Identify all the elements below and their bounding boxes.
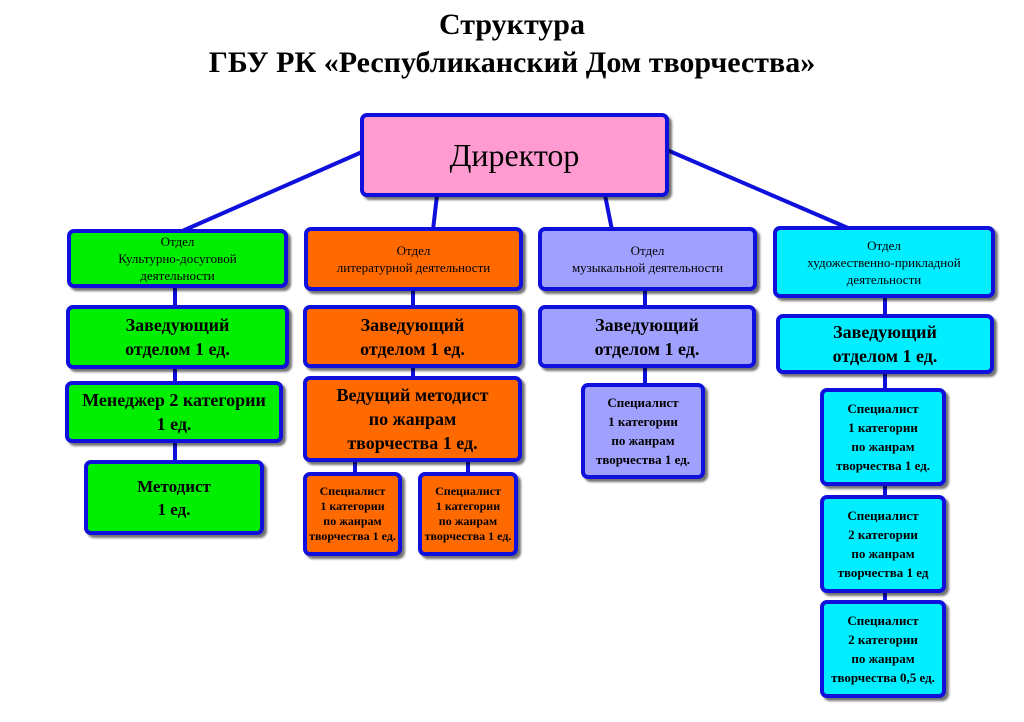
music-head-box: Заведующий отделом 1 ед. bbox=[538, 305, 756, 368]
department-culture: Отдел Культурно-досуговой деятельности bbox=[67, 229, 288, 288]
applied-arts-specialist-2-box: Специалист 2 категории по жанрам творчес… bbox=[820, 495, 946, 593]
applied-arts-specialist-1-box: Специалист 1 категории по жанрам творчес… bbox=[820, 388, 946, 486]
culture-methodist-box: Методист 1 ед. bbox=[84, 460, 264, 535]
literature-specialist-2-box: Специалист 1 категории по жанрам творчес… bbox=[418, 472, 518, 556]
applied-arts-specialist-3-box: Специалист 2 категории по жанрам творчес… bbox=[820, 600, 946, 698]
chart-title-line-2: ГБУ РК «Республиканский Дом творчества» bbox=[208, 46, 816, 79]
culture-head-box: Заведующий отделом 1 ед. bbox=[66, 305, 289, 369]
chart-title-line-1: Структура bbox=[439, 8, 585, 41]
applied-arts-head-box: Заведующий отделом 1 ед. bbox=[776, 314, 994, 374]
department-applied-arts: Отдел художественно-прикладной деятельно… bbox=[773, 226, 995, 298]
department-literature: Отдел литературной деятельности bbox=[304, 227, 523, 291]
literature-specialist-1-box: Специалист 1 категории по жанрам творчес… bbox=[303, 472, 402, 556]
literature-head-box: Заведующий отделом 1 ед. bbox=[303, 305, 522, 368]
literature-lead-methodist-box: Ведущий методист по жанрам творчества 1 … bbox=[303, 376, 522, 462]
music-specialist-box: Специалист 1 категории по жанрам творчес… bbox=[581, 383, 705, 479]
culture-manager-box: Менеджер 2 категории 1 ед. bbox=[65, 381, 283, 443]
department-music: Отдел музыкальной деятельности bbox=[538, 227, 757, 291]
director-box: Директор bbox=[360, 113, 669, 197]
